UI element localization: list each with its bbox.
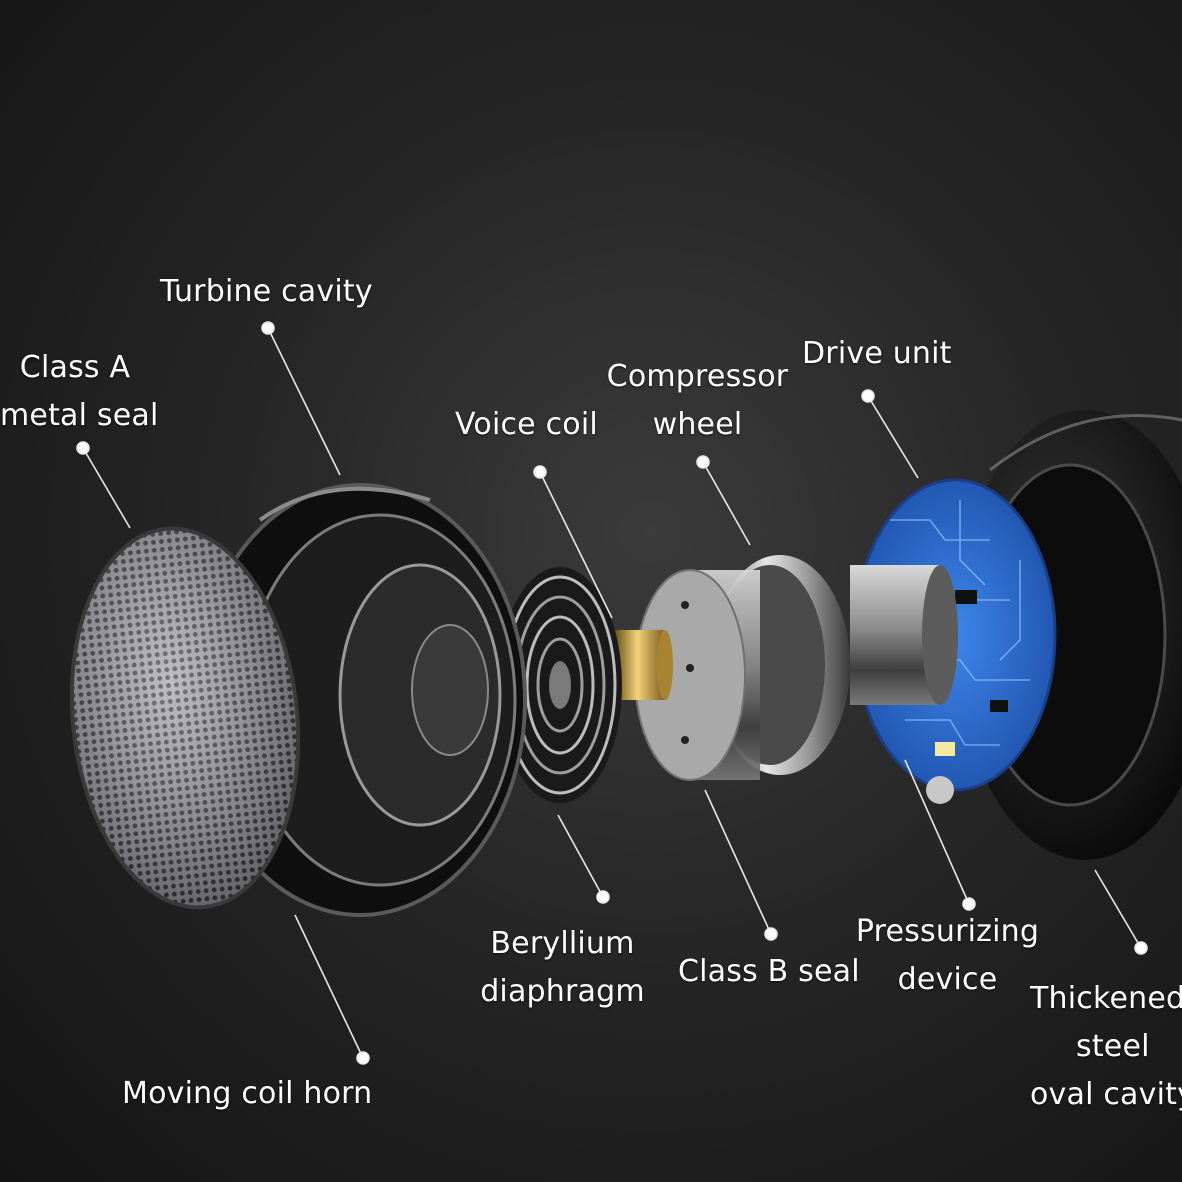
label-class-a-metal-seal: Class A metal seal xyxy=(0,350,159,433)
label-class-b-seal: Class B seal xyxy=(678,954,860,989)
mesh-grille-icon xyxy=(69,526,301,910)
label-pressurizing-device: Pressurizing device xyxy=(855,914,1040,997)
label-compressor-wheel: Compressor wheel xyxy=(606,359,789,442)
compressor-wheel-dot xyxy=(696,455,710,469)
turbine-cavity-dot xyxy=(261,321,275,335)
oval-cavity-dot xyxy=(1134,941,1148,955)
label-turbine-cavity: Turbine cavity xyxy=(160,274,373,309)
pressurizing-device-dot xyxy=(962,897,976,911)
voice-coil-dot xyxy=(533,465,547,479)
label-thickened-steel-oval-cavity: Thickened steel oval cavity xyxy=(1030,981,1182,1112)
drive-unit-dot xyxy=(861,389,875,403)
leader-lines xyxy=(76,321,1148,1065)
compressor-wheel xyxy=(634,555,958,781)
voice-coil xyxy=(615,630,673,700)
moving-coil-horn-dot xyxy=(356,1051,370,1065)
beryllium-diaphragm xyxy=(498,567,622,803)
label-drive-unit: Drive unit xyxy=(802,336,952,371)
label-voice-coil: Voice coil xyxy=(455,407,598,442)
class-a-seal-dot xyxy=(76,441,90,455)
label-moving-coil-horn: Moving coil horn xyxy=(122,1076,373,1111)
label-beryllium-diaphragm: Beryllium diaphragm xyxy=(480,926,645,1009)
beryllium-diaphragm-dot xyxy=(596,890,610,904)
turbine-cavity xyxy=(193,483,527,917)
class-b-seal-dot xyxy=(764,927,778,941)
